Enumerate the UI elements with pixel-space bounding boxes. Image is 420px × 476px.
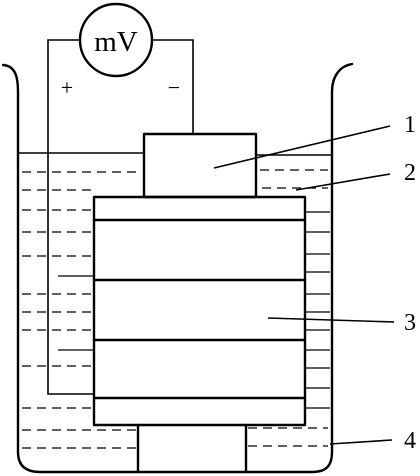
minus-sign: − (168, 75, 180, 100)
container-vessel (1, 62, 354, 474)
callout-number-2: 2 (404, 160, 416, 186)
liquid-surface (18, 152, 332, 156)
millivoltmeter: mV (78, 2, 154, 78)
callout-number-4: 4 (404, 428, 416, 454)
liquid-hatching (22, 169, 328, 449)
support-block (136, 423, 248, 474)
liquid-ticks-right (306, 211, 330, 409)
callout-leaders (213, 125, 395, 445)
plus-sign: + (61, 75, 73, 100)
callout-number-3: 3 (404, 310, 416, 336)
callout-number-1: 1 (404, 112, 416, 138)
electrode-top (142, 132, 258, 199)
meter-unit-label: mV (94, 26, 138, 58)
liquid-ticks-left (58, 275, 94, 351)
stacked-body (92, 195, 307, 427)
meter-wires (47, 39, 194, 395)
